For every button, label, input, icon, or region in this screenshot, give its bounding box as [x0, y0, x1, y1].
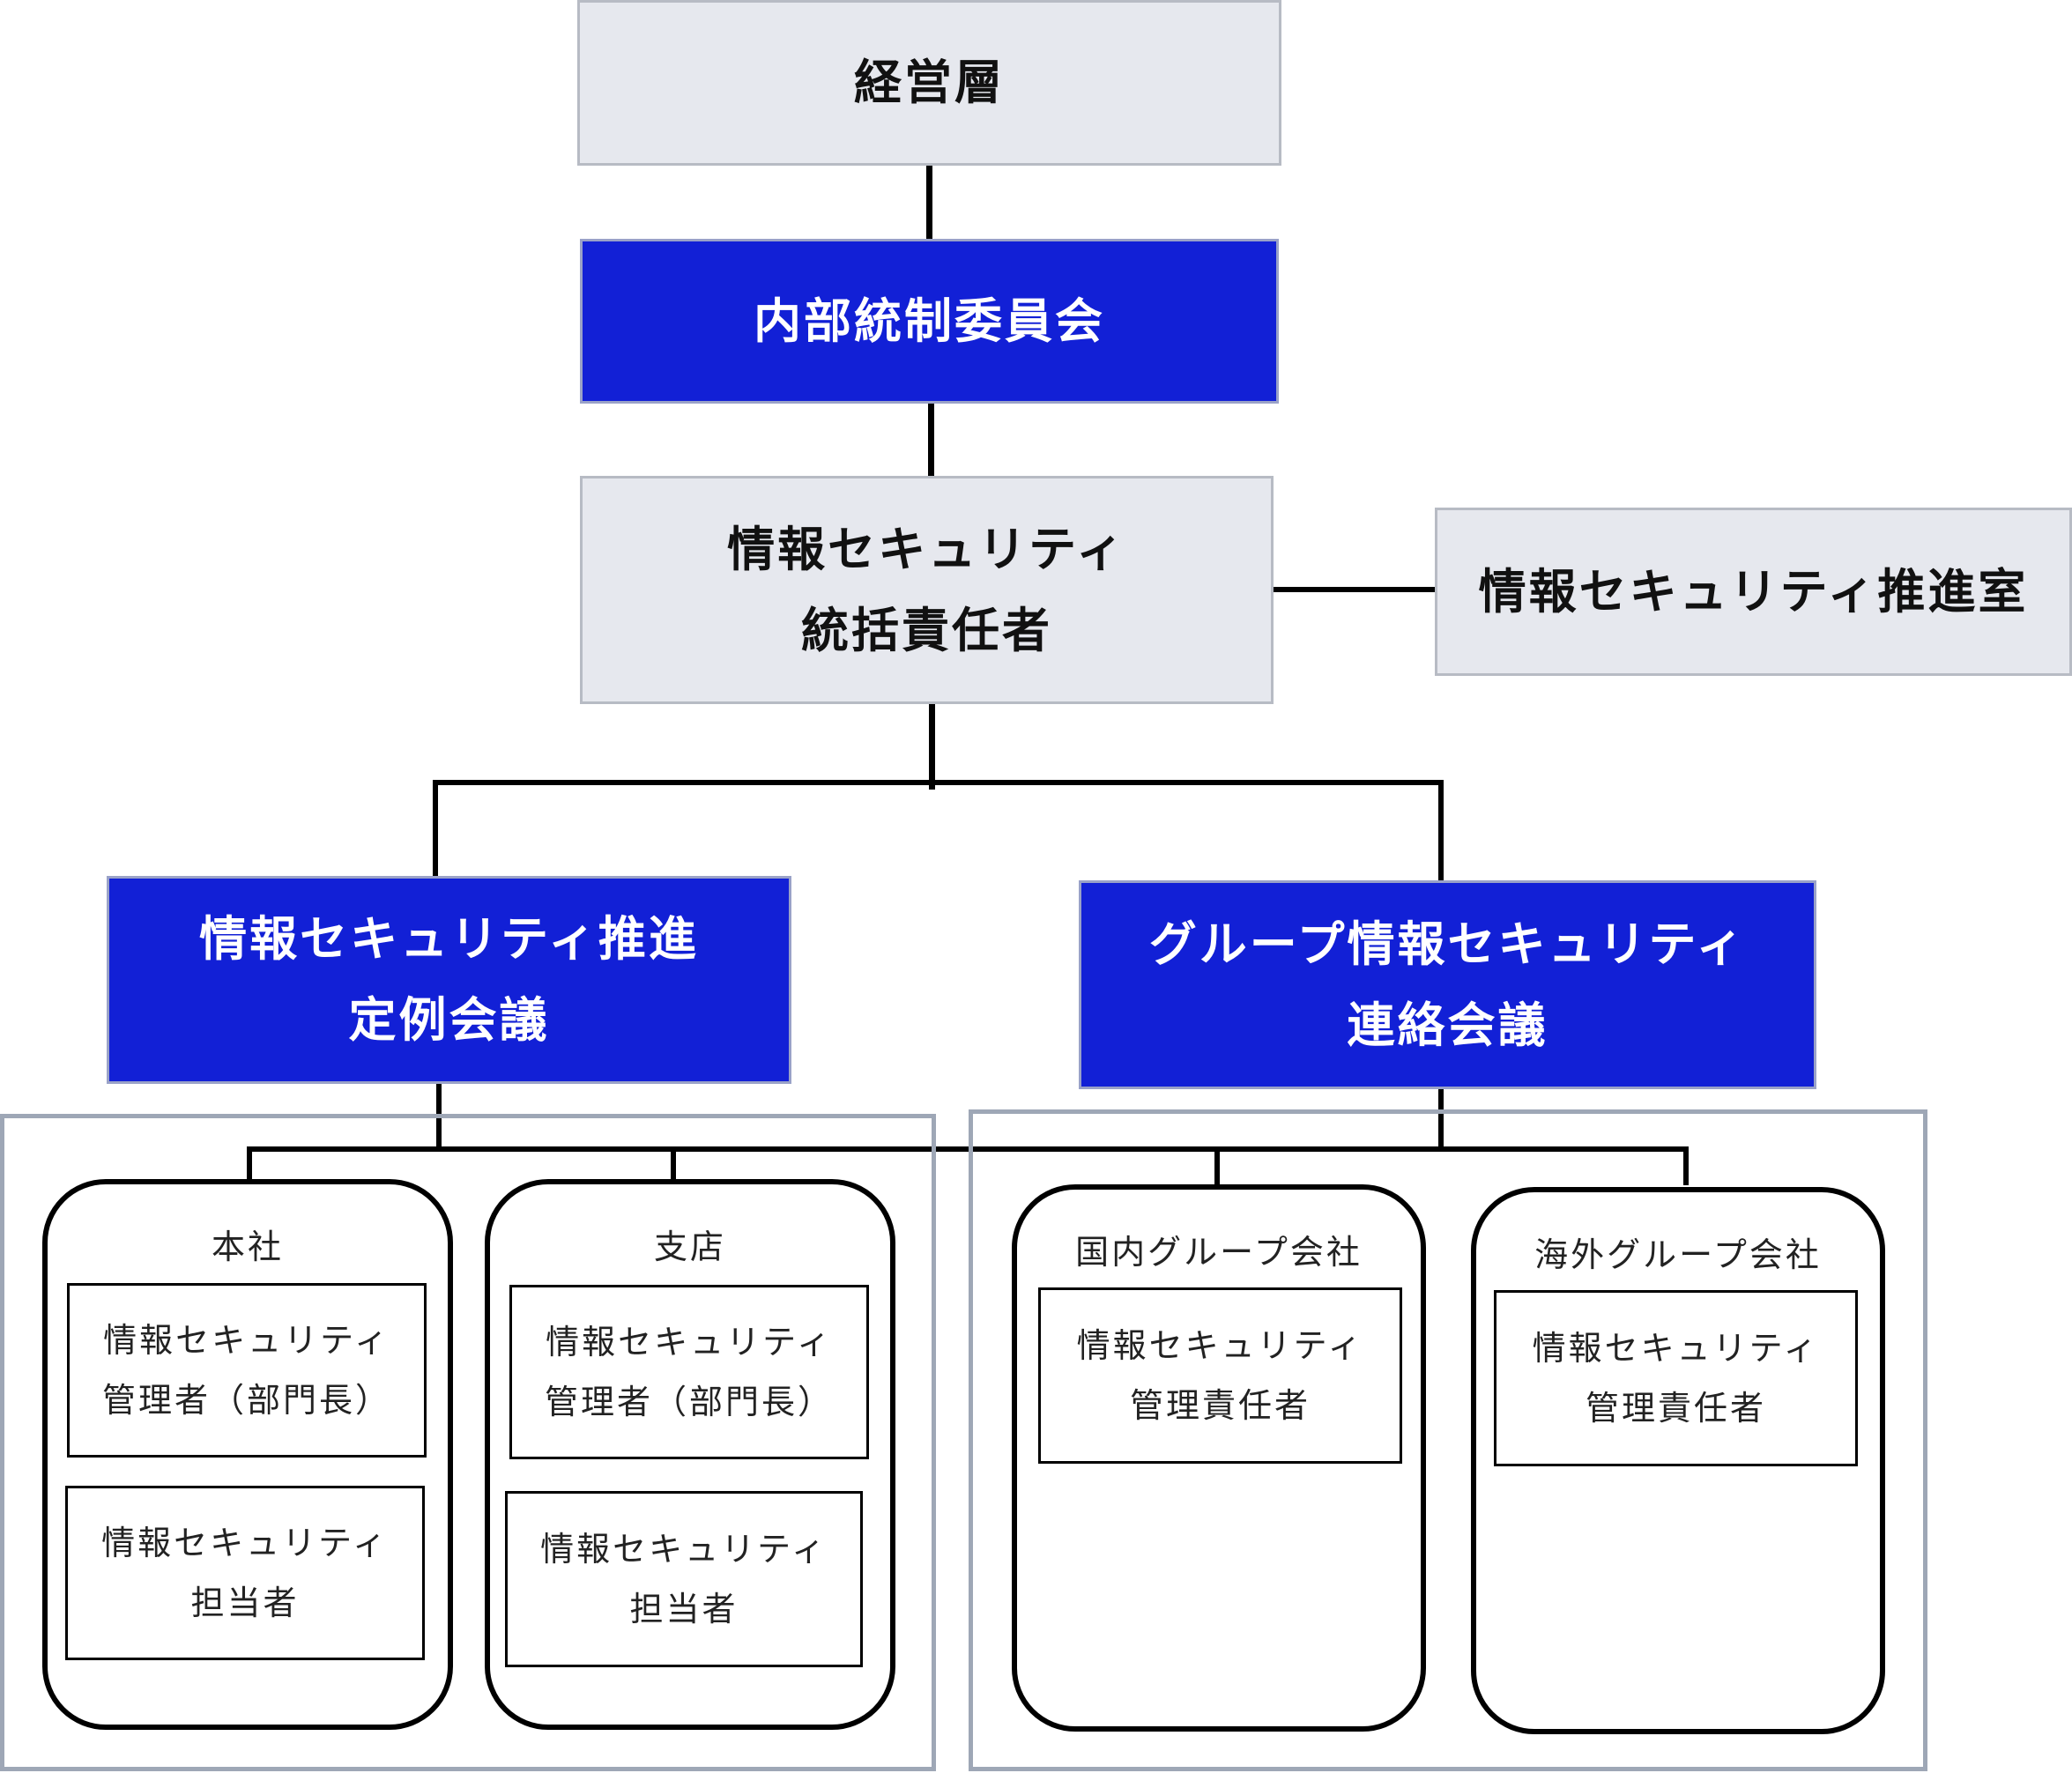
shiten-role-staff-line1: 情報セキュリティ [540, 1530, 828, 1569]
internal-control-committee-box: 内部統制委員会 [580, 239, 1279, 404]
unit-domestic-group-label: 国内グループ会社 [1075, 1233, 1363, 1272]
shiten-role-manager-line2: 管理者（部門長） [544, 1383, 834, 1421]
unit-honsha-label: 本社 [211, 1228, 284, 1266]
domestic-role-manager: 情報セキュリティ 管理責任者 [1038, 1287, 1402, 1464]
promotion-office-label: 情報セキュリティ推進室 [1478, 563, 2029, 619]
honsha-role-staff: 情報セキュリティ 担当者 [65, 1486, 425, 1660]
honsha-role-staff-line2: 担当者 [190, 1584, 300, 1622]
shiten-role-staff: 情報セキュリティ 担当者 [505, 1491, 863, 1667]
promotion-meeting-label-line1: 情報セキュリティ推進 [199, 911, 699, 967]
connector-to-promotion-meeting [433, 780, 438, 879]
honsha-role-staff-line1: 情報セキュリティ [101, 1524, 389, 1562]
connector-to-domestic [1214, 1146, 1220, 1185]
connector-management-committee [926, 164, 932, 240]
connector-units-horizontal [247, 1146, 1689, 1152]
management-label: 経営層 [854, 55, 1005, 110]
connector-meetings-horizontal [433, 780, 1444, 785]
overseas-role-manager: 情報セキュリティ 管理責任者 [1494, 1290, 1858, 1466]
domestic-role-manager-line1: 情報セキュリティ [1076, 1326, 1364, 1365]
group-liaison-meeting-label-line2: 連絡会議 [1347, 997, 1548, 1053]
management-box: 経営層 [577, 0, 1281, 166]
connector-to-overseas [1683, 1146, 1689, 1185]
honsha-role-manager-line1: 情報セキュリティ [103, 1321, 390, 1360]
overseas-role-manager-line2: 管理責任者 [1585, 1389, 1766, 1428]
honsha-role-manager: 情報セキュリティ 管理者（部門長） [67, 1283, 427, 1458]
promotion-meeting-box: 情報セキュリティ推進 定例会議 [107, 876, 791, 1084]
domestic-role-manager-line2: 管理責任者 [1129, 1386, 1311, 1425]
honsha-role-manager-line2: 管理者（部門長） [101, 1381, 391, 1420]
shiten-role-manager: 情報セキュリティ 管理者（部門長） [509, 1285, 869, 1459]
overseas-role-manager-line1: 情報セキュリティ [1532, 1329, 1820, 1368]
group-companies-group [969, 1109, 1927, 1771]
connector-to-shiten [671, 1146, 676, 1182]
connector-ciso-down [929, 703, 935, 790]
promotion-meeting-label-line2: 定例会議 [348, 992, 550, 1048]
connector-ciso-office [1272, 587, 1437, 592]
group-liaison-meeting-box: グループ情報セキュリティ 連絡会議 [1079, 880, 1816, 1089]
ciso-label-line1: 情報セキュリティ [727, 521, 1126, 577]
ciso-label-line2: 統括責任者 [801, 602, 1052, 658]
group-liaison-meeting-label-line1: グループ情報セキュリティ [1148, 916, 1747, 972]
shiten-role-staff-line2: 担当者 [629, 1590, 739, 1628]
connector-group-meeting-down [1438, 1087, 1444, 1152]
internal-control-committee-label: 内部統制委員会 [754, 293, 1105, 349]
unit-shiten-label: 支店 [653, 1228, 726, 1266]
connector-to-group-meeting [1438, 783, 1444, 882]
company-units-group [0, 1114, 936, 1771]
promotion-office-box: 情報セキュリティ推進室 [1435, 508, 2072, 676]
connector-to-honsha [247, 1146, 252, 1182]
connector-committee-ciso [928, 402, 934, 478]
ciso-box: 情報セキュリティ 統括責任者 [580, 476, 1274, 704]
unit-overseas-group-label: 海外グループ会社 [1534, 1235, 1822, 1274]
shiten-role-manager-line1: 情報セキュリティ [546, 1323, 833, 1361]
